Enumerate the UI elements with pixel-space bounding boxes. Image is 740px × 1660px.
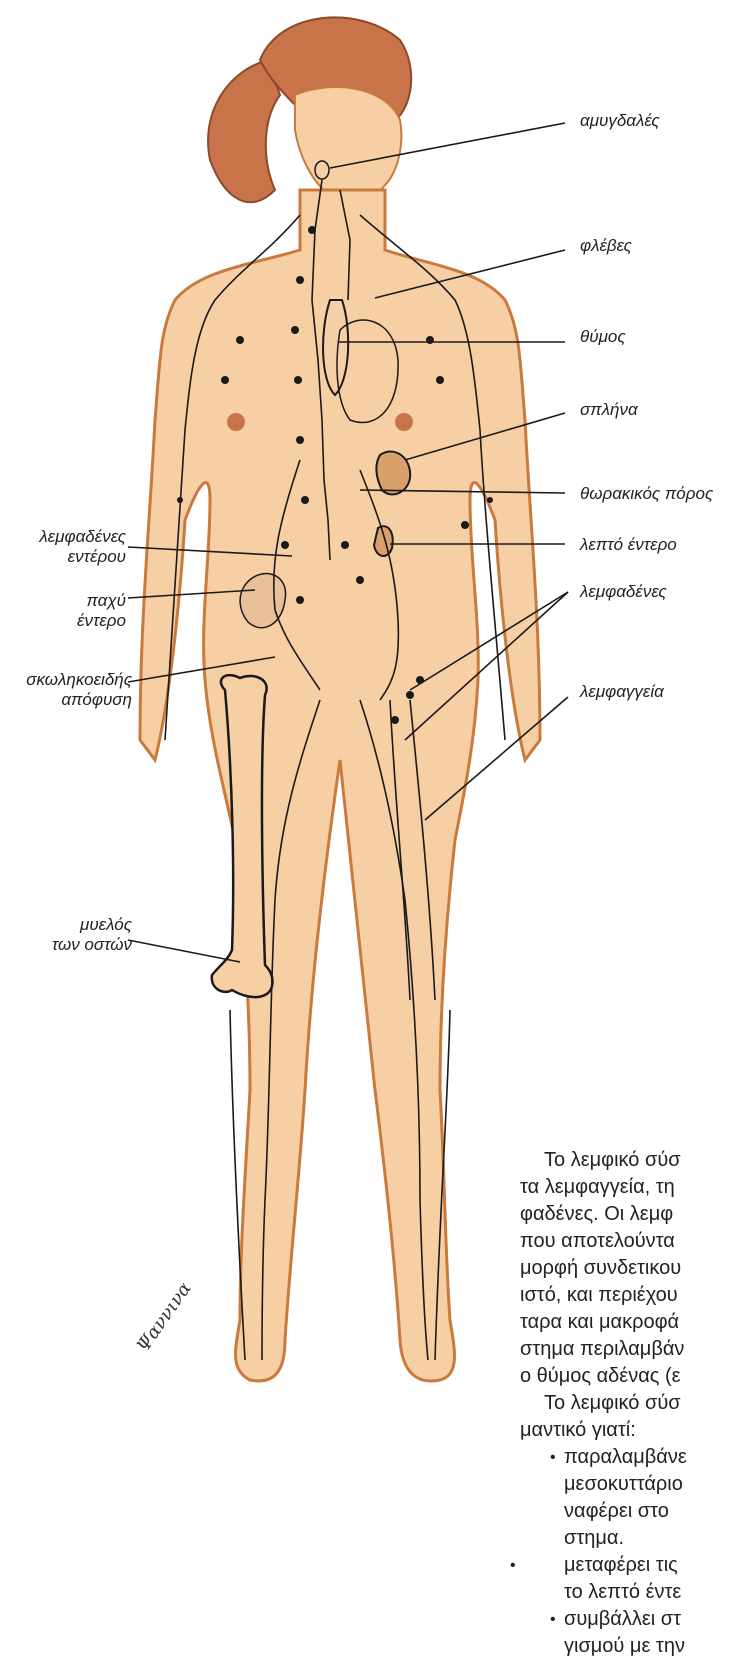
label-lymph-nodes: λεμφαδένες <box>580 582 667 602</box>
label-spleen: σπλήνα <box>580 400 638 420</box>
label-thymus: θύμος <box>580 327 626 347</box>
label-appendix-line1: σκωληκοειδής <box>0 670 132 690</box>
small-intestine-organ <box>374 526 393 556</box>
spleen-organ <box>376 452 410 495</box>
label-tonsils: αμυγδαλές <box>580 111 660 131</box>
text-line: που αποτελούντα <box>520 1228 740 1255</box>
label-appendix-line2: απόφυση <box>0 690 132 710</box>
text-line: ταρα και μακροφά <box>520 1309 740 1336</box>
right-breast-mark <box>395 413 413 431</box>
label-intestinal-nodes-line1: λεμφαδένες <box>0 527 126 547</box>
text-line: μαντικό γιατί: <box>520 1417 740 1444</box>
body-silhouette <box>140 17 540 1381</box>
label-large-intestine-line2: έντερο <box>0 611 126 631</box>
body-text: Το λεμφικό σύσ τα λεμφαγγεία, τη φαδένες… <box>520 1147 740 1660</box>
label-bone-marrow: μυελός των οστών <box>0 915 132 955</box>
head <box>295 87 401 200</box>
label-appendix: σκωληκοειδής απόφυση <box>0 670 132 710</box>
text-line: στημα περιλαμβάν <box>520 1336 740 1363</box>
text-line: μορφή συνδετικου <box>520 1255 740 1282</box>
label-lymph-vessels: λεμφαγγεία <box>580 682 664 702</box>
label-small-intestine: λεπτό έντερο <box>580 535 677 555</box>
hair-ponytail <box>208 60 280 202</box>
leader-bone-marrow <box>128 940 240 962</box>
torso <box>140 190 540 1381</box>
text-line: Το λεμφικό σύσ <box>520 1390 740 1417</box>
label-intestinal-nodes-line2: εντέρου <box>0 547 126 567</box>
text-line: ιστό, και περιέχου <box>520 1282 740 1309</box>
label-bone-marrow-line2: των οστών <box>0 935 132 955</box>
left-breast-mark <box>227 413 245 431</box>
text-line: Το λεμφικό σύσ <box>520 1147 740 1174</box>
label-large-intestine: παχύ έντερο <box>0 591 126 631</box>
label-thoracic-duct: θωρακικός πόρος <box>580 484 713 504</box>
text-line: φαδένες. Οι λεμφ <box>520 1201 740 1228</box>
text-line: τα λεμφαγγεία, τη <box>520 1174 740 1201</box>
label-veins: φλέβες <box>580 236 632 256</box>
label-large-intestine-line1: παχύ <box>0 591 126 611</box>
label-intestinal-nodes: λεμφαδένες εντέρου <box>0 527 126 567</box>
text-line: ο θύμος αδένας (ε <box>520 1363 740 1390</box>
label-bone-marrow-line1: μυελός <box>0 915 132 935</box>
